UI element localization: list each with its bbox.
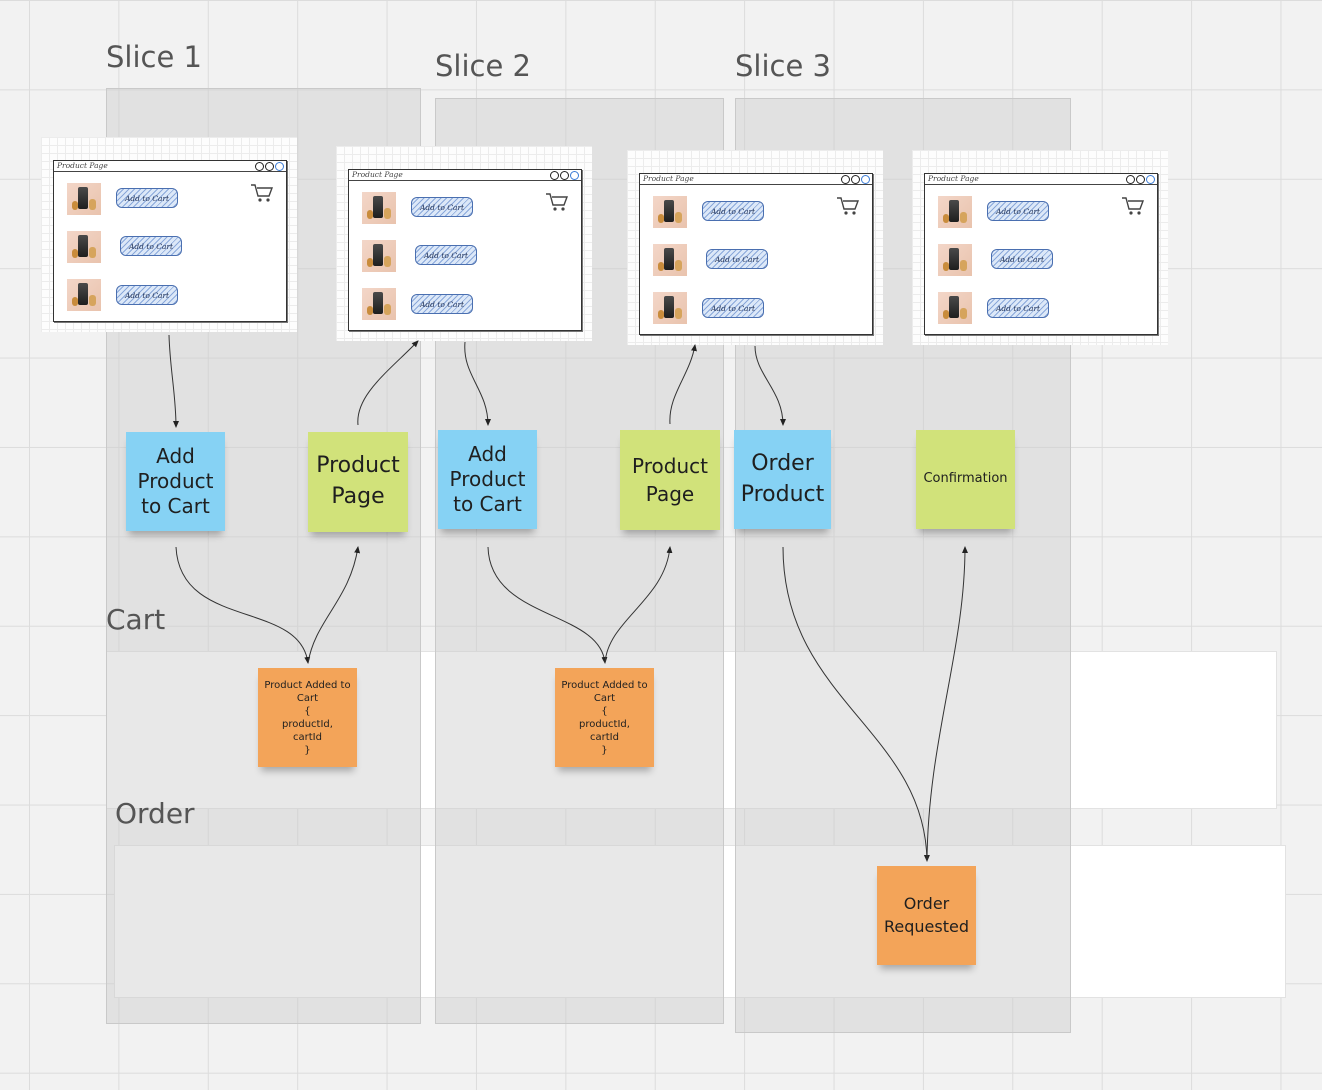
lane-cart-title: Cart — [106, 603, 166, 636]
product-image — [362, 240, 396, 272]
window-title: Product Page — [643, 174, 694, 183]
lane-order-title: Order — [115, 797, 195, 830]
slice-3-title: Slice 3 — [735, 49, 831, 83]
window-title: Product Page — [928, 174, 979, 183]
product-image — [938, 292, 972, 324]
wireframe-product-page-4[interactable]: Product Page Add to Cart Add to Cart Add… — [912, 150, 1168, 345]
view-product-page-2[interactable]: Product Page — [620, 430, 720, 530]
add-to-cart-button[interactable]: Add to Cart — [987, 298, 1049, 318]
product-image — [653, 196, 687, 228]
command-order-product[interactable]: Order Product — [734, 430, 831, 529]
product-image — [938, 196, 972, 228]
slice-2-title: Slice 2 — [435, 49, 531, 83]
arrow-icon — [464, 341, 491, 426]
wireframe-product-page-3[interactable]: Product Page Add to Cart Add to Cart Add… — [627, 150, 883, 345]
maximize-icon — [560, 171, 569, 180]
close-icon — [570, 171, 579, 180]
add-to-cart-button[interactable]: Add to Cart — [706, 249, 768, 269]
cart-icon[interactable] — [836, 195, 860, 217]
window-title: Product Page — [57, 161, 108, 170]
event-order-requested[interactable]: Order Requested — [877, 866, 976, 965]
add-to-cart-button[interactable]: Add to Cart — [116, 285, 178, 305]
arrow-icon — [357, 340, 419, 426]
arrow-icon — [307, 546, 361, 664]
add-to-cart-button[interactable]: Add to Cart — [987, 201, 1049, 221]
add-to-cart-button[interactable]: Add to Cart — [415, 245, 477, 265]
arrow-icon — [175, 546, 311, 664]
product-image — [67, 279, 101, 311]
close-icon — [275, 162, 284, 171]
add-to-cart-button[interactable]: Add to Cart — [702, 298, 764, 318]
wireframe-product-page-1[interactable]: Product Page Add to Cart Add to Cart Add… — [41, 137, 297, 332]
add-to-cart-button[interactable]: Add to Cart — [702, 201, 764, 221]
cart-icon[interactable] — [545, 191, 569, 213]
maximize-icon — [851, 175, 860, 184]
command-add-product-to-cart-1[interactable]: Add Product to Cart — [126, 432, 225, 531]
product-image — [653, 244, 687, 276]
arrow-icon — [604, 546, 673, 664]
view-product-page-1[interactable]: Product Page — [308, 432, 408, 532]
event-product-added-to-cart-1[interactable]: Product Added to Cart { productId, cartI… — [258, 668, 357, 767]
add-to-cart-button[interactable]: Add to Cart — [411, 197, 473, 217]
product-image — [67, 183, 101, 215]
wireframe-product-page-2[interactable]: Product Page Add to Cart Add to Cart Add… — [336, 146, 592, 341]
product-image — [362, 288, 396, 320]
arrow-icon — [487, 546, 608, 664]
product-image — [938, 244, 972, 276]
add-to-cart-button[interactable]: Add to Cart — [991, 249, 1053, 269]
product-image — [67, 231, 101, 263]
add-to-cart-button[interactable]: Add to Cart — [120, 236, 182, 256]
add-to-cart-button[interactable]: Add to Cart — [411, 294, 473, 314]
add-to-cart-button[interactable]: Add to Cart — [116, 188, 178, 208]
cart-icon[interactable] — [250, 182, 274, 204]
window-title: Product Page — [352, 170, 403, 179]
slice-1-title: Slice 1 — [106, 40, 202, 74]
minimize-icon — [841, 175, 850, 184]
maximize-icon — [1136, 175, 1145, 184]
arrow-icon — [754, 345, 786, 426]
arrow-icon — [782, 546, 930, 862]
cart-icon[interactable] — [1121, 195, 1145, 217]
minimize-icon — [255, 162, 264, 171]
minimize-icon — [550, 171, 559, 180]
lane-order — [114, 845, 1286, 998]
close-icon — [861, 175, 870, 184]
maximize-icon — [265, 162, 274, 171]
close-icon — [1146, 175, 1155, 184]
view-confirmation[interactable]: Confirmation — [916, 430, 1015, 529]
arrow-icon — [926, 546, 968, 862]
arrow-icon — [168, 334, 179, 428]
event-product-added-to-cart-2[interactable]: Product Added to Cart { productId, cartI… — [555, 668, 654, 767]
product-image — [362, 192, 396, 224]
command-add-product-to-cart-2[interactable]: Add Product to Cart — [438, 430, 537, 529]
product-image — [653, 292, 687, 324]
arrow-icon — [669, 344, 697, 425]
minimize-icon — [1126, 175, 1135, 184]
